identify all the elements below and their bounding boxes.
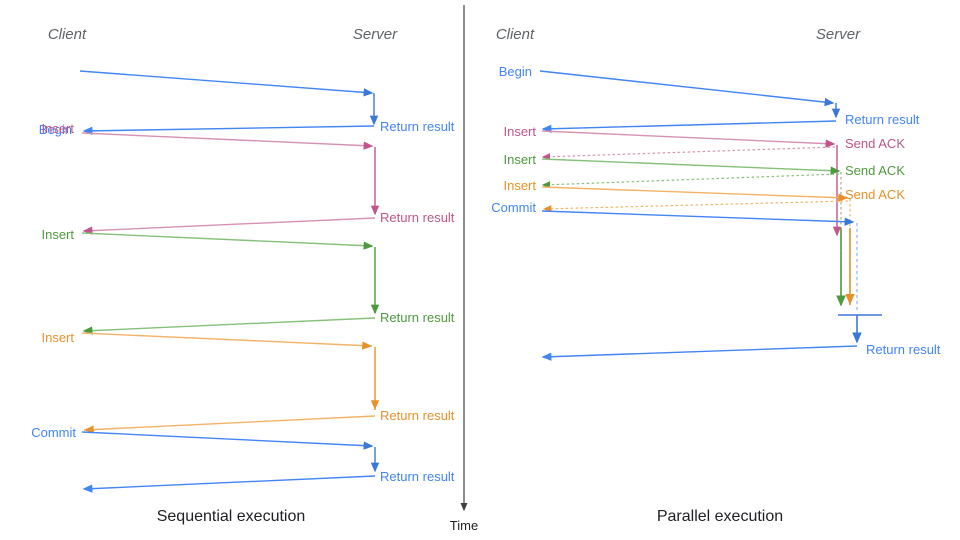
left-label-return-result-4: Return result: [380, 408, 455, 423]
time-axis-label: Time: [450, 518, 478, 533]
left-arrow-insert3-response: [83, 415, 376, 434]
right-arrow-insert2-request: [541, 158, 841, 175]
left-label-return-result-3: Return result: [380, 310, 455, 325]
left-arrow-begin-response: [82, 125, 375, 136]
left-arrow-insert3-request: [81, 332, 373, 350]
right-label-send-ack-2: Send ACK: [845, 163, 905, 178]
right-client-header: Client: [496, 26, 535, 43]
right-label-begin: Begin: [499, 64, 532, 79]
right-panel-caption: Parallel execution: [657, 508, 783, 525]
left-label-return-result-5: Return result: [380, 469, 455, 484]
right-arrow-insert3-ack: [542, 200, 849, 213]
left-client-header: Client: [48, 26, 87, 43]
right-label-return-result-5: Return result: [866, 342, 941, 357]
left-arrow-insert2-response: [82, 317, 376, 335]
right-arrow-begin-request: [539, 70, 835, 107]
panel-sequential: Client Server Return result Begin Return…: [31, 26, 455, 525]
right-label-insert-2: Insert: [503, 152, 536, 167]
left-label-return-result-1: Return result: [380, 119, 455, 134]
left-label-commit: Commit: [31, 425, 76, 440]
left-panel-caption: Sequential execution: [157, 508, 306, 525]
right-label-insert-1: Insert: [503, 124, 536, 139]
left-arrow-commit-request: [81, 431, 374, 450]
right-label-insert-3: Insert: [503, 178, 536, 193]
left-label-insert-1: Insert: [41, 121, 74, 136]
left-label-insert-3: Insert: [41, 330, 74, 345]
right-label-return-result-1: Return result: [845, 112, 920, 127]
left-label-insert-2: Insert: [41, 227, 74, 242]
left-server-header: Server: [353, 26, 398, 43]
left-label-return-result-2: Return result: [380, 210, 455, 225]
left-arrow-begin-request: [79, 70, 374, 97]
right-label-send-ack-1: Send ACK: [845, 136, 905, 151]
right-arrow-begin-response: [541, 120, 837, 133]
right-arrow-commit-response: [541, 345, 858, 361]
right-server-header: Server: [816, 26, 861, 43]
panel-parallel: Client Server Return result Begin Send A…: [491, 26, 941, 525]
left-label-begin: Begin: [39, 122, 72, 137]
left-arrow-insert1-request: [81, 132, 374, 150]
left-arrow-insert1-response: [82, 217, 376, 235]
left-arrow-insert2-request: [81, 232, 374, 250]
right-label-send-ack-3: Send ACK: [845, 187, 905, 202]
left-arrow-commit-response: [82, 475, 376, 493]
right-arrow-commit-request: [541, 210, 855, 226]
right-arrow-insert3-request: [541, 186, 849, 202]
right-arrow-insert1-request: [541, 130, 836, 148]
right-label-commit: Commit: [491, 200, 536, 215]
right-arrow-insert2-ack: [541, 173, 840, 189]
right-arrow-insert1-ack: [541, 146, 836, 161]
time-axis: Time: [450, 5, 478, 533]
